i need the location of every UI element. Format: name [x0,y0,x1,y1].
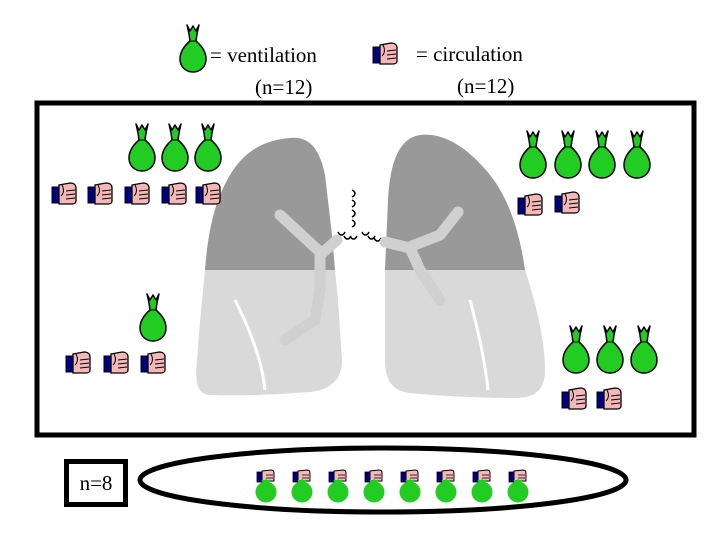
circulation-icon [140,351,166,374]
circulation-icon [195,182,221,205]
trachea [337,189,388,244]
circulation-icon [87,182,113,205]
legend-ventilation-label: = ventilation [210,43,317,67]
ventilation-icon [562,325,590,374]
ventilation-icon [519,130,547,179]
matched-pair-icon [327,469,349,503]
ventilation-icon [588,130,616,179]
ventilation-icon [139,293,167,342]
ventilation-icon [623,130,651,179]
circulation-icon [554,191,580,214]
bronchi [274,206,464,346]
circulation-icon [161,182,187,205]
legend-circulation-label: = circulation [416,42,523,66]
matched-pair-icon [291,469,313,503]
matched-pair-icon [471,469,493,503]
ventilation-icon [554,130,582,179]
count-label: n=8 [79,470,113,495]
count-box: n=8 [64,459,128,507]
circulation-icon [561,387,587,410]
lung-frame [34,100,697,438]
matched-pair-icon [435,469,457,503]
ventilation-icon [161,123,189,172]
ventilation-icon [128,123,156,172]
matched-pair-icon [507,469,529,503]
ventilation-icon [596,325,624,374]
circulation-icon [124,182,150,205]
circulation-icon [517,193,543,216]
ventilation-icon [194,123,222,172]
matched-pair-icon [363,469,385,503]
matched-pair-icon [255,469,277,503]
matched-pair-icon [399,469,421,503]
right-lung [385,134,545,398]
legend-circulation-count: (n=12) [457,74,515,98]
circulation-icon [65,351,91,374]
circulation-icon [51,182,77,205]
circulation-icon [103,351,129,374]
circulation-icon [596,387,622,410]
hand-icon [372,42,398,65]
matched-ellipse [137,445,629,515]
ventilation-icon [630,325,658,374]
green-balloon-icon [179,24,207,73]
legend-ventilation-count: (n=12) [255,75,313,99]
